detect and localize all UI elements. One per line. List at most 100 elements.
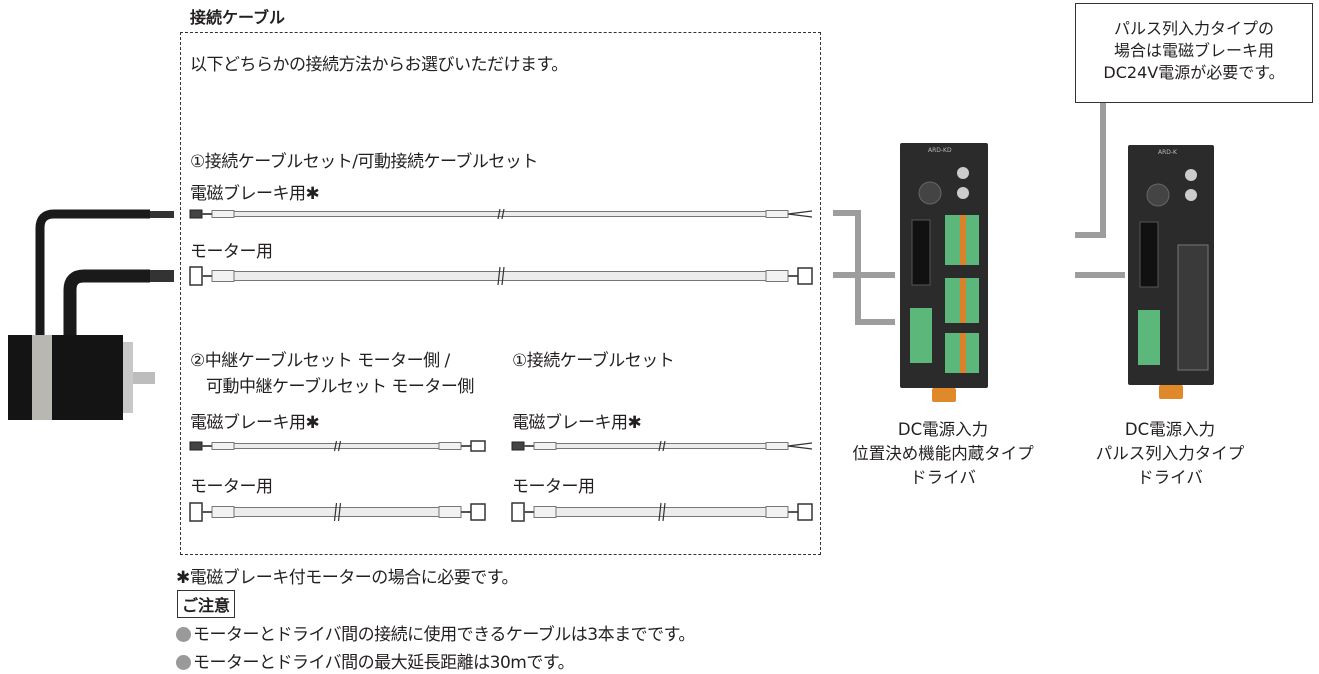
opt2-left-motor-cable-break-mark — [333, 502, 342, 522]
option2-left-brake-label: 電磁ブレーキ用✱ — [190, 413, 320, 433]
opt2-right-brake-cable-break-mark — [658, 440, 666, 452]
driver1-motor-connector — [911, 219, 931, 286]
opt1-motor-cable-jacket — [233, 271, 767, 281]
connector-line — [833, 210, 861, 216]
driver1-knob — [957, 187, 969, 199]
driver2-label-line: パルス列入力タイプ — [1095, 444, 1245, 463]
option2-left-heading-2: 可動中継ケーブルセット モーター側 — [206, 377, 474, 397]
option2-left-motor-label: モーター用 — [190, 477, 273, 497]
motor-brake-lead — [35, 209, 150, 335]
opt2-right-motor-cable-left-connector — [511, 502, 525, 522]
driver2-knob — [1185, 169, 1197, 181]
bullet-icon — [176, 655, 191, 670]
footnote: ✱電磁ブレーキ付モーターの場合に必要です。 — [176, 568, 519, 588]
option2-left-heading-1: ②中継ケーブルセット モーター側 / — [190, 351, 450, 371]
opt1-motor-cable-sleeve — [765, 270, 789, 282]
driver2-power-terminal — [1138, 310, 1160, 365]
notice-item-text: モーターとドライバ間の最大延長距離は30mです。 — [193, 653, 575, 673]
notice-item: モーターとドライバ間の接続に使用できるケーブルは3本までです。 — [176, 620, 695, 645]
section-title: 接続ケーブル — [190, 8, 286, 27]
driver2-knob — [1185, 189, 1197, 201]
option1-motor-label: モーター用 — [190, 242, 273, 262]
opt1-motor-cable-left-connector — [189, 266, 203, 286]
option1-heading: ①接続ケーブルセット/可動接続ケーブルセット — [190, 152, 538, 172]
opt1-brake-cable-lead-wires — [787, 210, 813, 218]
opt2-left-brake-cable-jacket — [233, 443, 440, 449]
driver2-label-line: DC電源入力 — [1124, 420, 1216, 439]
opt2-right-motor-cable-right-connector — [797, 503, 813, 521]
opt2-right-brake-cable-sleeve — [533, 442, 557, 450]
notice-item-text: モーターとドライバ間の接続に使用できるケーブルは3本までです。 — [193, 625, 695, 645]
driver1-io-terminal-stripe — [960, 333, 966, 373]
option1-brake-label: 電磁ブレーキ用✱ — [190, 184, 320, 204]
connector-line — [1075, 272, 1125, 278]
opt1-brake-cable-break-mark — [497, 208, 505, 220]
motor-body — [8, 335, 123, 420]
motor-power-lead — [63, 269, 150, 335]
opt2-left-brake-cable-left-connector — [189, 441, 203, 451]
opt2-left-brake-cable-sleeve — [211, 442, 235, 450]
opt1-brake-cable-left-connector — [189, 209, 203, 219]
callout-line: パルス列入力タイプの — [1113, 19, 1274, 38]
opt1-motor-cable-sleeve — [211, 270, 235, 282]
opt2-left-motor-cable-right-connector — [470, 503, 486, 521]
opt2-right-motor-cable-break-mark — [658, 502, 666, 522]
opt2-right-brake-cable-lead-wires — [787, 442, 813, 450]
opt2-right-brake-cable-sleeve — [765, 442, 789, 450]
driver2-dial — [1146, 183, 1170, 207]
callout-line: 場合は電磁ブレーキ用 — [1113, 41, 1274, 60]
driver1-label-line: DC電源入力 — [897, 420, 989, 439]
driver1-io-terminal-stripe — [960, 215, 966, 265]
motor-band — [32, 335, 52, 420]
opt2-right-motor-cable-sleeve — [533, 506, 557, 518]
motor-flange — [123, 342, 133, 413]
driver1-knob — [957, 167, 969, 179]
opt1-brake-cable-sleeve — [211, 210, 235, 218]
notice-title: ご注意 — [177, 590, 236, 618]
callout-line: DC24V電源が必要です。 — [1103, 63, 1285, 82]
driver1-label-line: 位置決め機能内蔵タイプ — [852, 444, 1034, 463]
callout-leader-line — [1100, 103, 1106, 238]
notice-item: モーターとドライバ間の最大延長距離は30mです。 — [176, 648, 575, 673]
driver1-io-terminal-stripe — [960, 278, 966, 323]
driver1-din-tab — [932, 388, 956, 402]
opt1-brake-cable-sleeve — [765, 210, 789, 218]
opt2-left-motor-cable-jacket — [233, 507, 440, 517]
opt2-left-brake-cable-right-connector — [470, 440, 486, 452]
intro-text: 以下どちらかの接続方法からお選びいただけます。 — [190, 55, 568, 75]
motor-power-connector — [150, 270, 174, 282]
driver2-label-line: ドライバ — [1137, 468, 1203, 487]
opt2-right-motor-cable-sleeve — [765, 506, 789, 518]
driver1-model: ARD-KD — [928, 147, 952, 154]
connector-line — [855, 319, 895, 325]
opt1-motor-cable-right-connector — [797, 267, 813, 285]
opt2-left-brake-cable-break-mark — [333, 440, 342, 452]
motor-shaft — [133, 372, 155, 384]
cable-options-box — [180, 32, 821, 555]
opt2-right-motor-cable-jacket — [555, 507, 767, 517]
opt2-left-motor-cable-sleeve — [211, 506, 235, 518]
driver2-pulse-connector — [1177, 244, 1209, 371]
connector-line — [1075, 232, 1106, 238]
driver1-label-line: ドライバ — [910, 468, 976, 487]
bullet-icon — [176, 627, 191, 642]
opt2-right-brake-cable-jacket — [555, 443, 767, 449]
driver2-din-tab — [1159, 385, 1183, 399]
driver2-model: ARD-K — [1158, 149, 1177, 156]
connector-line — [855, 210, 861, 325]
connector-line — [833, 272, 895, 278]
brake-power-callout: パルス列入力タイプの 場合は電磁ブレーキ用 DC24V電源が必要です。 — [1075, 3, 1313, 103]
driver2-label: DC電源入力 パルス列入力タイプ ドライバ — [1050, 418, 1290, 490]
opt1-motor-cable-break-mark — [497, 266, 505, 286]
driver2-motor-connector — [1139, 221, 1159, 288]
motor-brake-connector — [150, 211, 174, 218]
driver1-power-terminal — [910, 308, 932, 363]
opt2-left-motor-cable-left-connector — [189, 502, 203, 522]
opt2-right-brake-cable-left-connector — [511, 441, 525, 451]
opt2-left-motor-cable-sleeve — [438, 506, 462, 518]
option2-right-brake-label: 電磁ブレーキ用✱ — [512, 413, 642, 433]
opt2-left-brake-cable-sleeve — [438, 442, 462, 450]
opt1-brake-cable-jacket — [233, 211, 767, 217]
option2-right-motor-label: モーター用 — [512, 477, 595, 497]
